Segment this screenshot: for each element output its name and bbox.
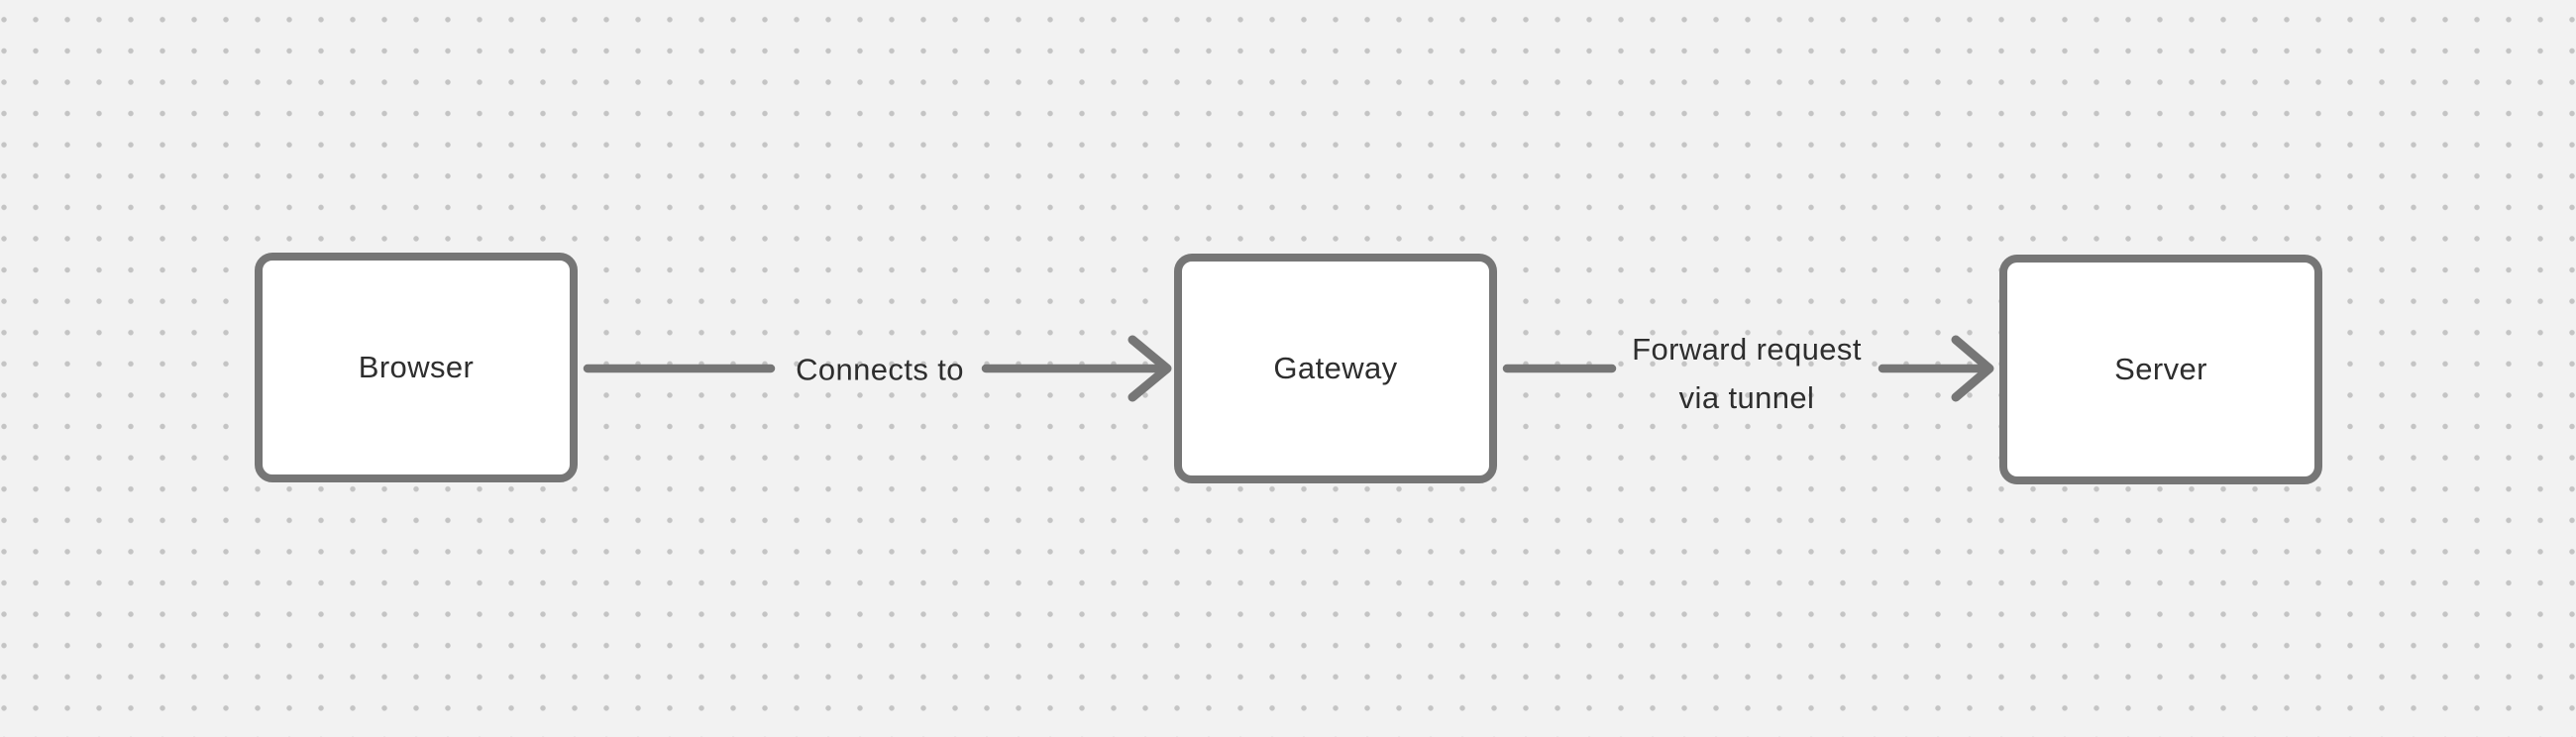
arrow-right-icon	[1127, 335, 1172, 402]
connector-label-forward-request[interactable]: Forward request via tunnel	[1632, 325, 1862, 422]
node-gateway-label: Gateway	[1273, 351, 1398, 385]
node-server-label: Server	[2114, 352, 2207, 386]
connector-browser-gateway[interactable]	[583, 335, 1172, 402]
connector-gateway-server[interactable]	[1502, 335, 1994, 402]
node-browser[interactable]: Browser	[255, 253, 578, 482]
node-browser-label: Browser	[358, 350, 475, 384]
connector-label-connects-to[interactable]: Connects to	[796, 352, 964, 387]
connector-label-line-1: Forward request	[1632, 332, 1862, 367]
connector-label-line-2: via tunnel	[1678, 380, 1815, 415]
node-gateway[interactable]: Gateway	[1174, 254, 1497, 483]
arrow-right-icon	[1951, 335, 1994, 402]
node-server[interactable]: Server	[1999, 255, 2322, 484]
